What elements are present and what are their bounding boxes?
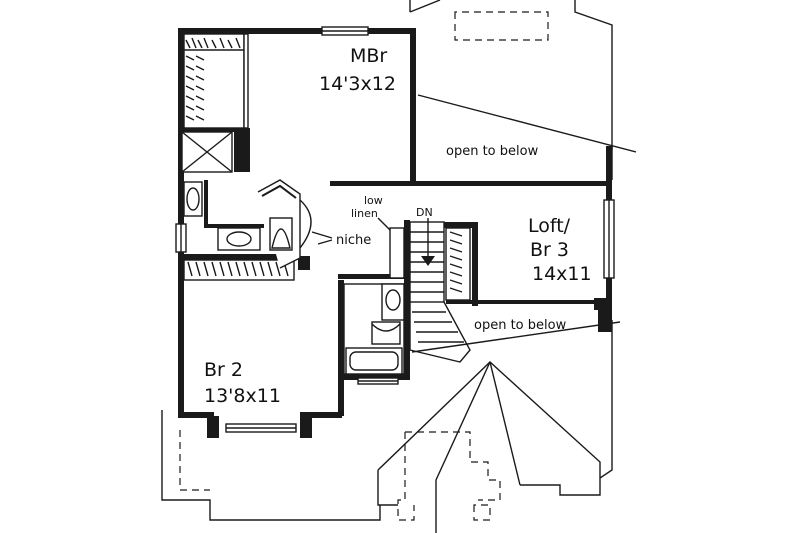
loft-name-line1: Loft/	[528, 215, 571, 237]
lower-roof-outline	[161, 0, 637, 533]
low-linen	[389, 227, 405, 279]
open-to-below-lower: open to below	[474, 318, 567, 333]
windows	[175, 26, 615, 433]
staircase	[409, 218, 471, 363]
low-linen-line2: linen	[351, 207, 378, 220]
loft-size: 14x11	[532, 263, 592, 285]
mbr-name: MBr	[350, 45, 387, 67]
master-bath-fixtures	[183, 181, 293, 251]
stair-down-label: DN	[416, 206, 433, 219]
shower	[181, 131, 233, 173]
dashed-roof-lines	[179, 11, 549, 521]
niche-label: niche	[336, 233, 371, 248]
annotation-leaders	[311, 217, 391, 245]
open-to-below-upper: open to below	[446, 144, 539, 159]
br2-size: 13'8x11	[204, 385, 281, 407]
hall-bath-fixtures	[343, 283, 405, 375]
mbr-size: 14'3x12	[319, 73, 396, 95]
br2-name: Br 2	[204, 359, 243, 381]
loft-name-line2: Br 3	[530, 239, 569, 261]
br2-closet	[183, 259, 295, 281]
low-linen-line1: low	[364, 194, 383, 207]
master-closet	[183, 33, 249, 129]
